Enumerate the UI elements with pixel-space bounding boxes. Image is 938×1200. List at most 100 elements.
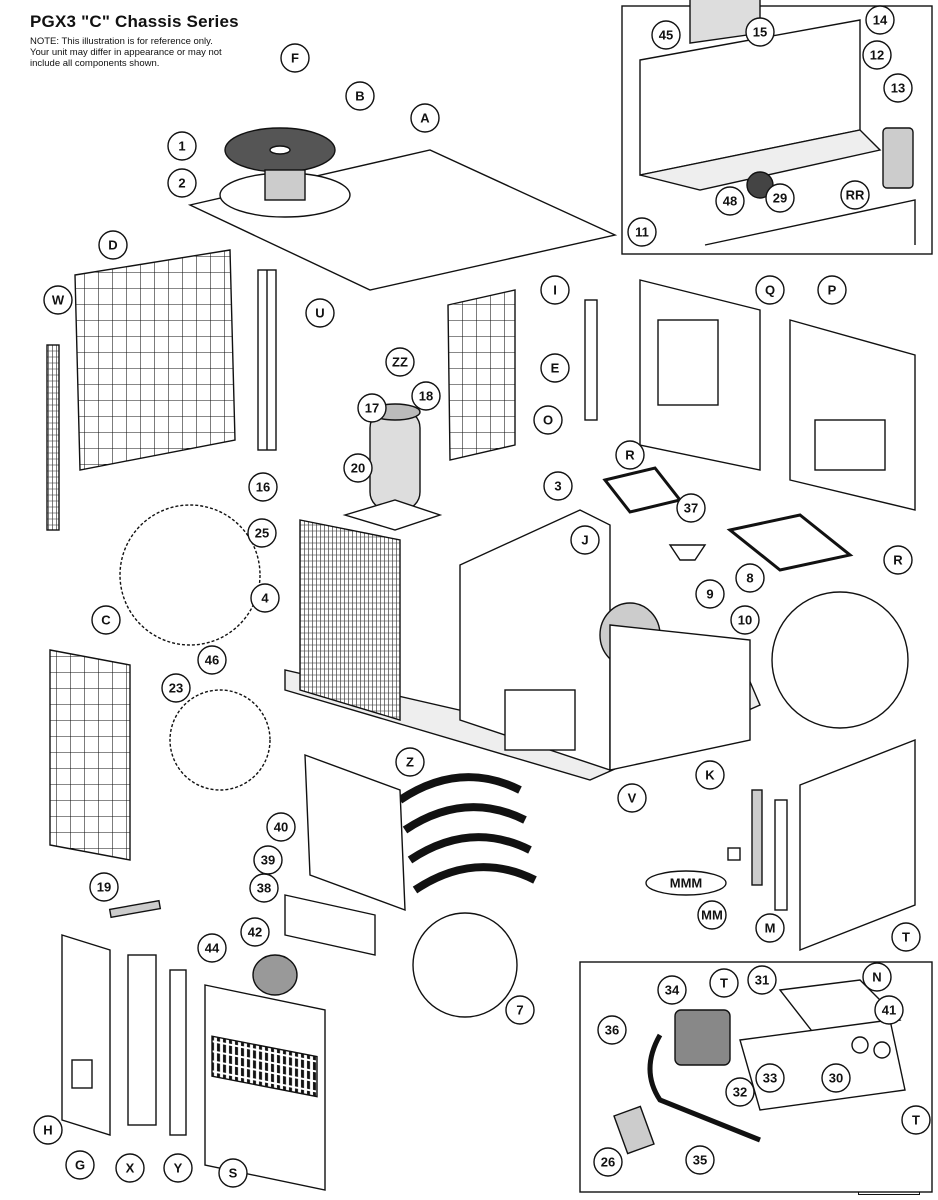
callout-label: B	[355, 89, 364, 104]
callout-label: 11	[635, 225, 649, 240]
callout-label: 10	[738, 613, 752, 628]
callout-label: 40	[274, 820, 288, 835]
callout-label: 32	[733, 1085, 747, 1100]
callout-2: 2	[167, 168, 197, 198]
callout-c: C	[91, 605, 121, 635]
callout-label: 41	[882, 1003, 896, 1018]
callout-label: 4	[261, 591, 269, 606]
callout-mmm: MMM	[645, 870, 727, 896]
callout-30: 30	[821, 1063, 851, 1093]
callout-label: 15	[753, 25, 767, 40]
switch-h	[71, 1059, 93, 1089]
part-mmm	[727, 847, 741, 861]
burner-cover	[284, 894, 376, 956]
post-y	[127, 954, 157, 1126]
side-panel-k	[609, 624, 751, 771]
post-i	[584, 299, 598, 421]
compressor	[369, 409, 421, 511]
callout-14: 14	[865, 5, 895, 35]
bracket-20	[108, 899, 162, 919]
callout-label: 30	[829, 1071, 843, 1086]
callout-d: D	[98, 230, 128, 260]
callout-s: S	[218, 1158, 248, 1188]
callout-label: 31	[755, 973, 769, 988]
callout-label: 1	[178, 139, 185, 154]
callout-label: S	[229, 1166, 238, 1181]
callout-label: C	[101, 613, 111, 628]
callout-label: 44	[205, 941, 220, 956]
detail-circle-48	[169, 689, 271, 791]
heat-exchanger	[397, 773, 537, 894]
callout-label: 45	[659, 28, 673, 43]
callout-m: M	[755, 913, 785, 943]
callout-h: H	[33, 1115, 63, 1145]
detail-circle-8	[412, 912, 518, 1018]
callout-t: T	[901, 1105, 931, 1135]
condenser-coil	[299, 519, 401, 721]
callout-label: T	[720, 976, 728, 991]
callout-12: 12	[862, 40, 892, 70]
callout-label: MMM	[670, 876, 703, 891]
callout-label: 39	[261, 853, 275, 868]
callout-z: Z	[395, 747, 425, 777]
callout-o: O	[533, 405, 563, 435]
burner-plate-n	[778, 979, 902, 1036]
callout-label: 33	[763, 1071, 777, 1086]
callout-35: 35	[685, 1145, 715, 1175]
condenser-grille-d	[74, 249, 236, 471]
callout-label: W	[52, 293, 65, 308]
fan-motor	[264, 169, 306, 201]
igniter	[668, 544, 707, 561]
panel-p	[789, 319, 916, 511]
reference-note: NOTE: This illustration is for reference…	[30, 36, 222, 69]
callout-b: B	[345, 81, 375, 111]
post-z	[169, 969, 187, 1136]
compressor-mount	[342, 499, 443, 531]
callout-label: 46	[205, 653, 219, 668]
callout-15: 15	[745, 17, 775, 47]
callout-label: MM	[701, 908, 723, 923]
callout-label: G	[75, 1158, 85, 1173]
callout-r: R	[883, 545, 913, 575]
callout-23: 23	[161, 673, 191, 703]
callout-label: I	[553, 283, 557, 298]
callout-41: 41	[874, 995, 904, 1025]
callout-t: T	[709, 968, 739, 998]
callout-v: V	[617, 783, 647, 813]
callout-label: X	[126, 1161, 135, 1176]
callout-label: 19	[97, 880, 111, 895]
callout-label: 13	[891, 81, 905, 96]
callout-36: 36	[597, 1015, 627, 1045]
callout-label: 14	[873, 13, 888, 28]
callout-label: 25	[255, 526, 269, 541]
callout-34: 34	[657, 975, 687, 1005]
circuit-board	[689, 0, 761, 44]
callout-label: 26	[601, 1155, 615, 1170]
callout-label: 20	[351, 461, 365, 476]
callout-label: 18	[419, 389, 433, 404]
callout-label: 36	[605, 1023, 619, 1038]
callout-16: 16	[248, 472, 278, 502]
callout-label: T	[912, 1113, 920, 1128]
callout-32: 32	[725, 1077, 755, 1107]
condenser-grille-c	[49, 649, 131, 861]
callout-label: V	[628, 791, 637, 806]
diagram-title: PGX3 "C" Chassis Series	[30, 12, 239, 31]
callout-11: 11	[627, 217, 657, 247]
inducer-motor	[252, 954, 298, 996]
callout-label: H	[43, 1123, 52, 1138]
callout-label: J	[581, 533, 588, 548]
callout-label: Z	[406, 755, 414, 770]
callout-x: X	[115, 1153, 145, 1183]
callout-p: P	[817, 275, 847, 305]
callout-25: 25	[247, 518, 277, 548]
callout-label: 23	[169, 681, 183, 696]
callout-label: 12	[870, 48, 884, 63]
top-panel	[187, 149, 618, 291]
callout-zz: ZZ	[385, 347, 415, 377]
callout-29: 29	[765, 183, 795, 213]
callout-1: 1	[167, 131, 197, 161]
callout-g: G	[65, 1150, 95, 1180]
callout-40: 40	[266, 812, 296, 842]
